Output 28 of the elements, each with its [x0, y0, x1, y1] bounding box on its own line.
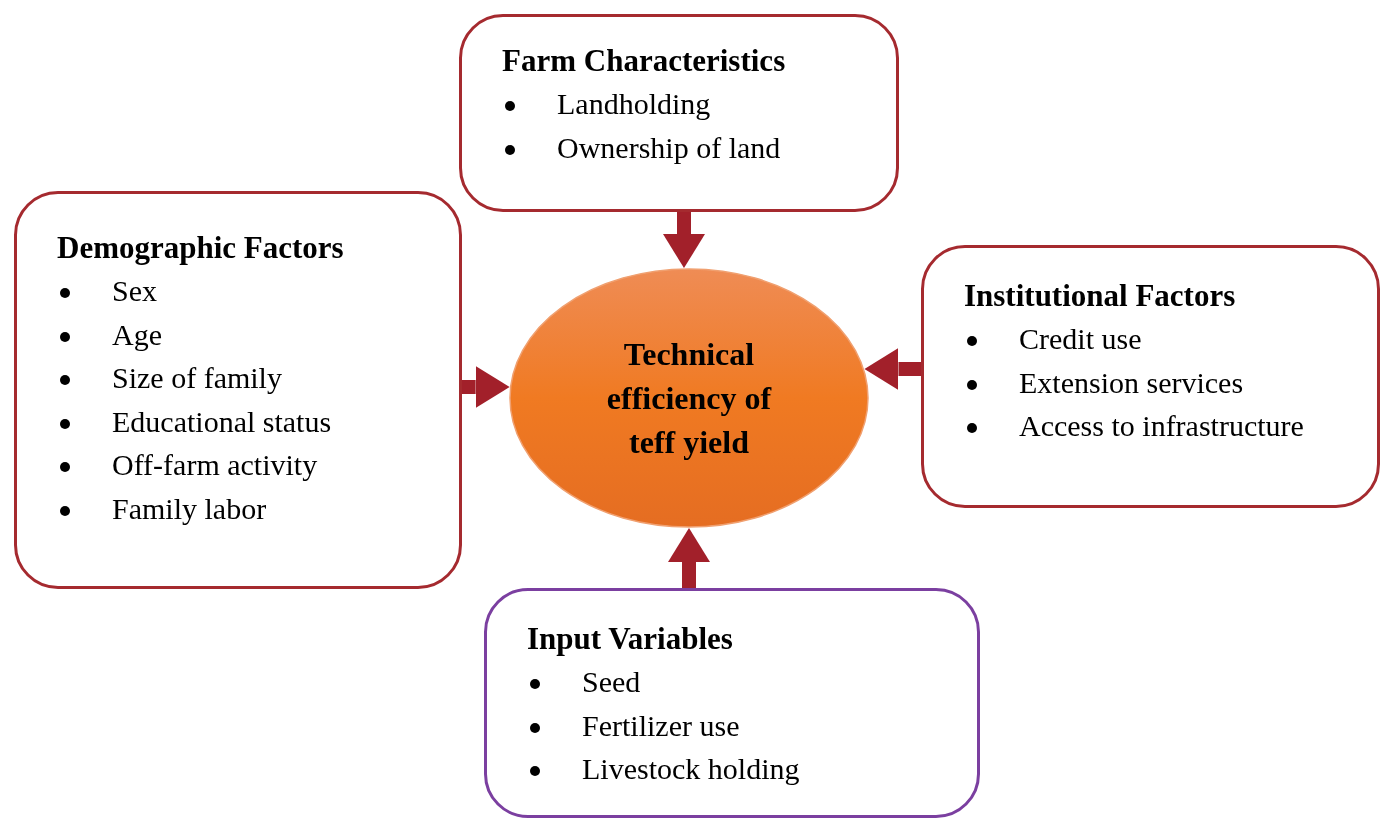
bullet-item: Seed — [527, 660, 641, 704]
bullet-item: Off-farm activity — [57, 443, 318, 487]
block-arrow — [864, 348, 921, 390]
bullet-item: Educational status — [57, 399, 332, 443]
bullet-item: Livestock holding — [527, 747, 800, 791]
outcome-ellipse — [509, 268, 869, 528]
box-heading: Input Variables — [527, 620, 733, 658]
bullet-item: Age — [57, 312, 162, 356]
factor-box — [14, 191, 462, 589]
bullet-item: Fertilizer use — [527, 703, 740, 747]
center-label: Technical efficiency of teff yield — [605, 335, 773, 462]
box-heading: Demographic Factors — [57, 229, 344, 267]
factor-box — [921, 245, 1380, 508]
bullet-item: Credit use — [964, 317, 1142, 361]
bullet-item: Landholding — [502, 82, 711, 126]
bullet-item: Size of family — [57, 356, 282, 400]
box-heading: Farm Characteristics — [502, 42, 786, 80]
bullet-item: Family labor — [57, 486, 267, 530]
block-arrow — [668, 528, 710, 588]
box-heading: Institutional Factors — [964, 277, 1236, 315]
bullet-item: Sex — [57, 269, 157, 313]
bullet-item: Access to infrastructure — [964, 404, 1304, 448]
bullet-item: Ownership of land — [502, 125, 781, 169]
factor-box — [484, 588, 980, 818]
bullet-item: Extension services — [964, 360, 1244, 404]
block-arrow — [663, 212, 705, 269]
factor-box — [459, 14, 899, 212]
block-arrow — [462, 366, 510, 408]
